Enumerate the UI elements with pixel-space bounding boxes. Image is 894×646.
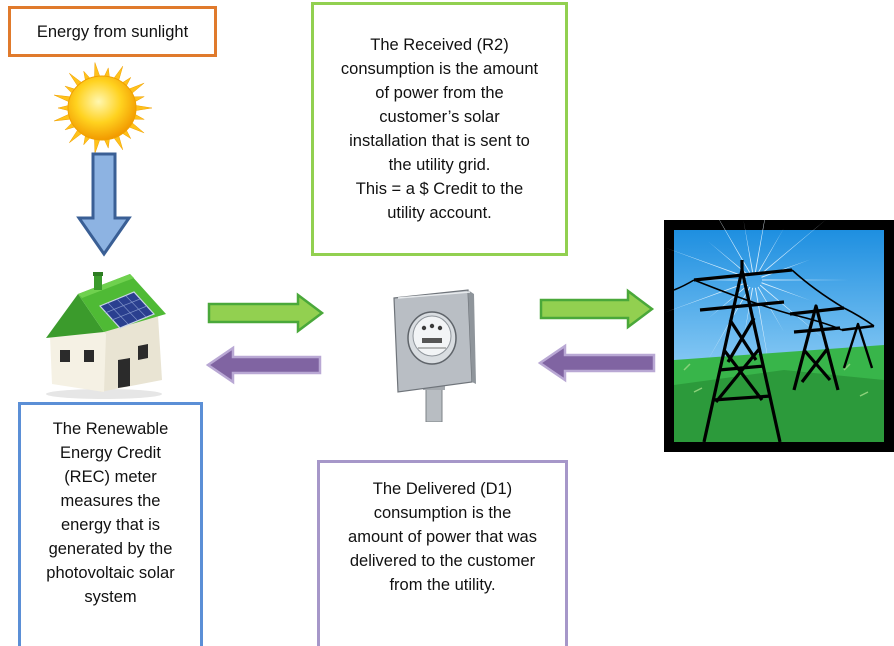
rec-meter-box: The Renewable Energy Credit (REC) meter …: [18, 402, 203, 646]
received-r2-box: The Received (R2) consumption is the amo…: [311, 2, 568, 256]
sun-icon: [53, 62, 153, 154]
sunlight-label-box: Energy from sunlight: [8, 6, 217, 57]
green-right-arrow-icon: [207, 292, 325, 334]
solar-house-icon: [46, 272, 166, 399]
received-r2-text: The Received (R2) consumption is the amo…: [340, 36, 539, 222]
down-arrow-icon: [76, 152, 132, 257]
purple-left-arrow-icon: [537, 343, 656, 383]
green-right-arrow-icon: [539, 288, 655, 330]
purple-left-arrow-icon: [205, 345, 322, 385]
sunlight-label: Energy from sunlight: [36, 22, 189, 41]
delivered-d1-box: The Delivered (D1) consumption is the am…: [317, 460, 568, 646]
delivered-d1-text: The Delivered (D1) consumption is the am…: [348, 480, 537, 594]
power-transmission-tower-icon: [664, 220, 894, 452]
rec-meter-text: The Renewable Energy Credit (REC) meter …: [46, 420, 175, 606]
electric-meter-icon: [393, 289, 476, 422]
